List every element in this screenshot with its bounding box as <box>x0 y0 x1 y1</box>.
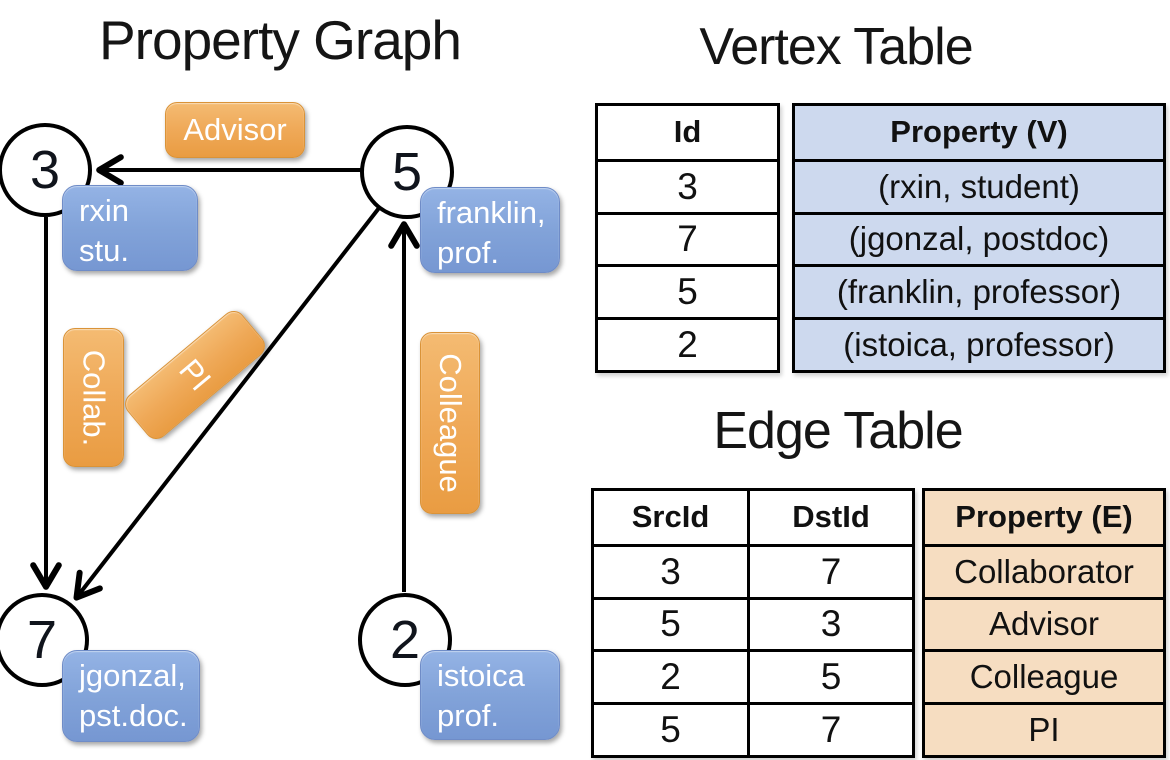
vertex-id: 3 <box>29 140 61 200</box>
table-cell: 7 <box>747 543 912 597</box>
edge-label-advisor: Advisor <box>165 102 305 158</box>
vertex-property-line: stu. <box>79 233 129 268</box>
vertex-property-box-3: rxin stu. <box>62 185 198 271</box>
edge-label-text: PI <box>172 352 219 398</box>
vertex-property-line: rxin <box>79 193 129 228</box>
edge-label-text: Collab. <box>76 349 112 446</box>
table-cell: 5 <box>598 264 777 317</box>
edge-label-collab: Collab. <box>63 328 124 467</box>
vertex-property-line: istoica <box>437 658 525 693</box>
vertex-id: 7 <box>26 610 58 670</box>
table-cell: 7 <box>598 211 777 265</box>
edge-table-id-columns: SrcId DstId 3 7 5 3 2 5 5 7 <box>591 488 915 758</box>
vertex-property-line: prof. <box>437 235 500 270</box>
vertex-property-box-5: franklin, prof. <box>420 187 560 273</box>
vertex-id: 2 <box>389 610 421 670</box>
edge-label-colleague: Colleague <box>420 332 480 514</box>
table-cell: 5 <box>594 702 747 755</box>
edge-label-text: Advisor <box>183 112 287 147</box>
vertex-property-box-2: istoica prof. <box>420 650 560 740</box>
edge-table-dstid-header: DstId <box>747 491 912 544</box>
table-cell: 3 <box>747 596 912 650</box>
table-cell: (jgonzal, postdoc) <box>795 211 1163 265</box>
table-cell: (franklin, professor) <box>795 264 1163 317</box>
edge-table-title: Edge Table <box>713 402 963 460</box>
table-cell: 7 <box>747 702 912 755</box>
vertex-property-line: jgonzal, <box>79 658 186 693</box>
table-cell: 5 <box>747 649 912 703</box>
vertex-node-5: 5 <box>360 125 454 219</box>
table-cell: Advisor <box>925 596 1163 650</box>
edge-table-property-header: Property (E) <box>955 499 1133 535</box>
property-graph-title: Property Graph <box>98 9 462 71</box>
table-cell: Collaborator <box>925 543 1163 597</box>
table-cell: 5 <box>594 596 747 650</box>
table-cell: 3 <box>594 543 747 597</box>
vertex-property-box-7: jgonzal, pst.doc. <box>62 650 200 742</box>
edge-table-property-column: Property (E) Collaborator Advisor Collea… <box>922 488 1166 758</box>
graph-edges <box>30 154 420 601</box>
vertex-table-title: Vertex Table <box>699 18 973 76</box>
table-cell: PI <box>925 702 1163 755</box>
table-cell: 3 <box>598 158 777 212</box>
edge-table-srcid-header: SrcId <box>631 499 710 535</box>
vertex-table-property-column: Property (V) (rxin, student) (jgonzal, p… <box>792 103 1166 373</box>
vertex-property-line: prof. <box>437 698 500 733</box>
vertex-table-id-column: Id 3 7 5 2 <box>595 103 780 373</box>
table-cell: (istoica, professor) <box>795 317 1163 370</box>
table-cell: 2 <box>594 649 747 702</box>
vertex-property-line: pst.doc. <box>79 698 188 733</box>
vertex-table-property-header: Property (V) <box>890 114 1068 150</box>
vertex-property-line: franklin, <box>437 195 546 230</box>
vertex-table-id-header: Id <box>673 114 702 150</box>
edge-pi-5-to-7 <box>73 206 381 601</box>
table-cell: Colleague <box>925 649 1163 702</box>
vertex-id: 5 <box>391 142 423 202</box>
edge-label-text: Colleague <box>433 353 469 493</box>
table-cell: 2 <box>598 317 777 370</box>
table-cell: (rxin, student) <box>795 158 1163 212</box>
